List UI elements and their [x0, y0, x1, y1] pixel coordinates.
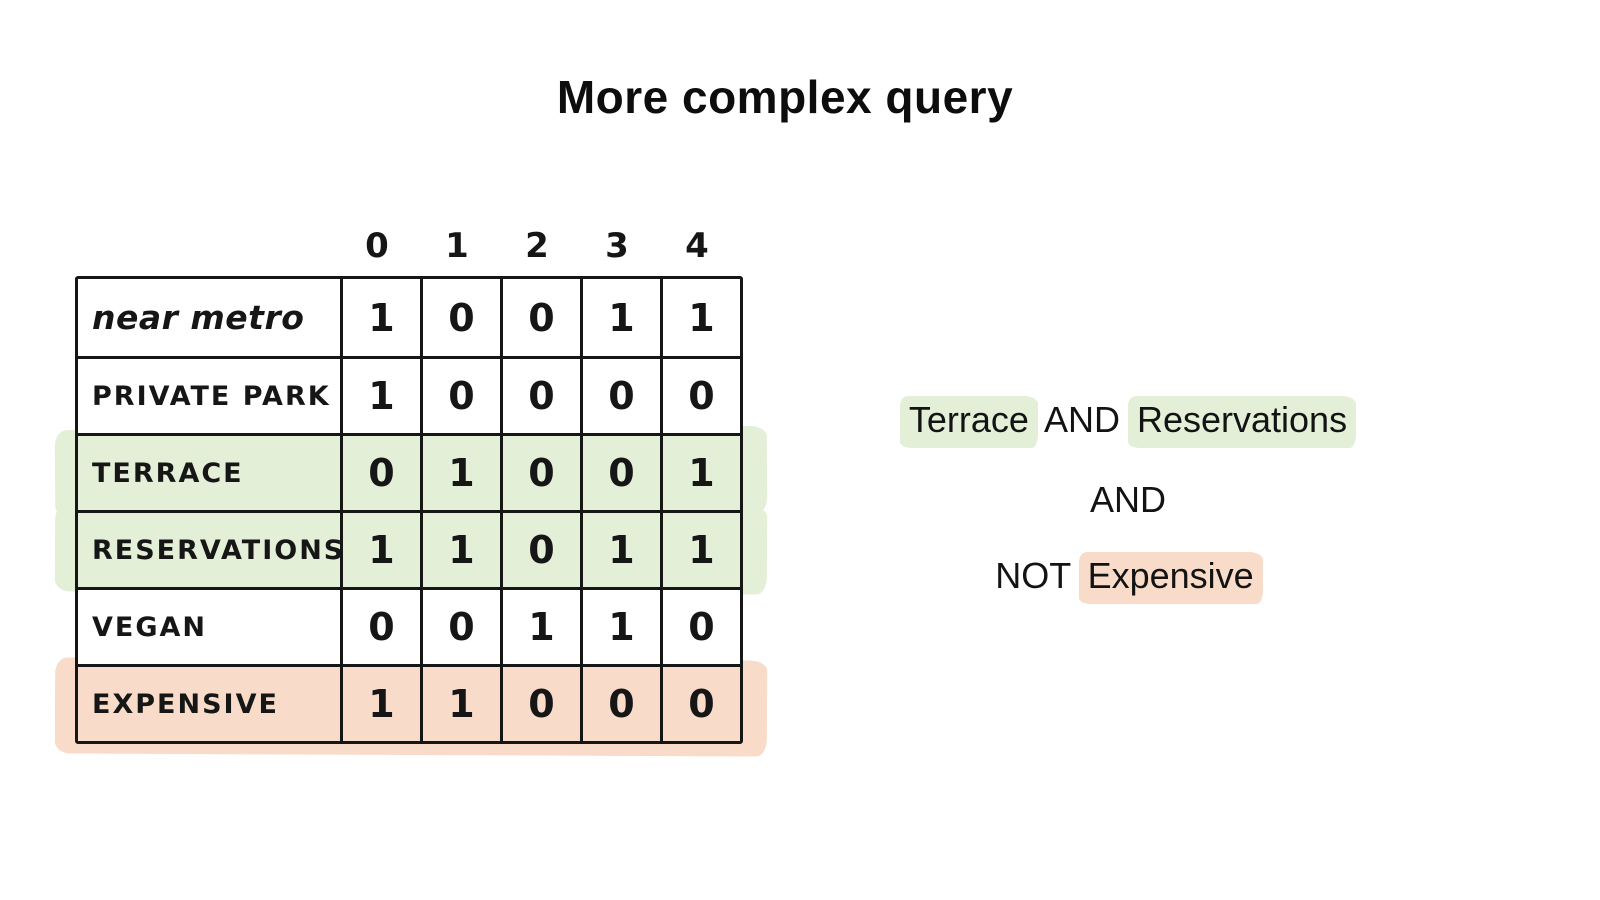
query-term-highlighted: Terrace [899, 396, 1038, 448]
column-header: 0 [365, 226, 389, 266]
cell-value: 0 [340, 433, 420, 510]
cell-value: 0 [500, 510, 580, 587]
cell-value: 1 [580, 587, 660, 664]
cell-value: 1 [500, 587, 580, 664]
cell-value: 1 [580, 279, 660, 356]
cell-value: 0 [580, 433, 660, 510]
cell-value: 0 [500, 356, 580, 433]
query-operator: AND [1035, 399, 1130, 440]
cell-value: 1 [420, 664, 500, 741]
row-label: EXPENSIVE [78, 664, 340, 741]
row-label: RESERVATIONS [78, 510, 343, 587]
row-label: PRIVATE PARK [78, 356, 340, 433]
row-label: VEGAN [78, 587, 340, 664]
cell-value: 1 [580, 510, 660, 587]
cell-value: 0 [500, 664, 580, 741]
cell-value: 0 [420, 356, 500, 433]
query-term-highlighted: Reservations [1127, 396, 1357, 448]
cell-value: 0 [420, 279, 500, 356]
cell-value: 1 [420, 433, 500, 510]
query-operator: AND [1089, 479, 1166, 520]
column-headers: 0 1 2 3 4 [75, 220, 743, 272]
cell-value: 1 [660, 279, 740, 356]
corner-spacer [75, 220, 337, 272]
cell-value: 0 [660, 587, 740, 664]
cell-value: 1 [340, 279, 420, 356]
column-header: 1 [445, 226, 469, 266]
row-label: TERRACE [78, 433, 340, 510]
cell-value: 0 [420, 587, 500, 664]
cell-value: 0 [660, 356, 740, 433]
cell-value: 0 [500, 279, 580, 356]
cell-value: 1 [340, 510, 420, 587]
cell-value: 1 [660, 433, 740, 510]
cell-value: 1 [340, 664, 420, 741]
cell-value: 1 [660, 510, 740, 587]
column-header: 3 [605, 226, 629, 266]
query-term-highlighted: Expensive [1078, 552, 1263, 604]
cell-value: 0 [340, 587, 420, 664]
cell-value: 1 [420, 510, 500, 587]
column-header: 2 [525, 226, 549, 266]
cell-value: 0 [660, 664, 740, 741]
cell-value: 0 [500, 433, 580, 510]
query-line: NOT Expensive [878, 552, 1378, 604]
query-line: Terrace AND Reservations [878, 396, 1378, 448]
cell-value: 0 [580, 356, 660, 433]
cell-value: 1 [340, 356, 420, 433]
column-header: 4 [685, 226, 709, 266]
page-title: More complex query [556, 71, 1014, 123]
cell-value: 0 [580, 664, 660, 741]
query-line: AND [878, 478, 1378, 522]
row-label: near metro [78, 279, 340, 356]
query-operator: NOT [995, 555, 1081, 596]
